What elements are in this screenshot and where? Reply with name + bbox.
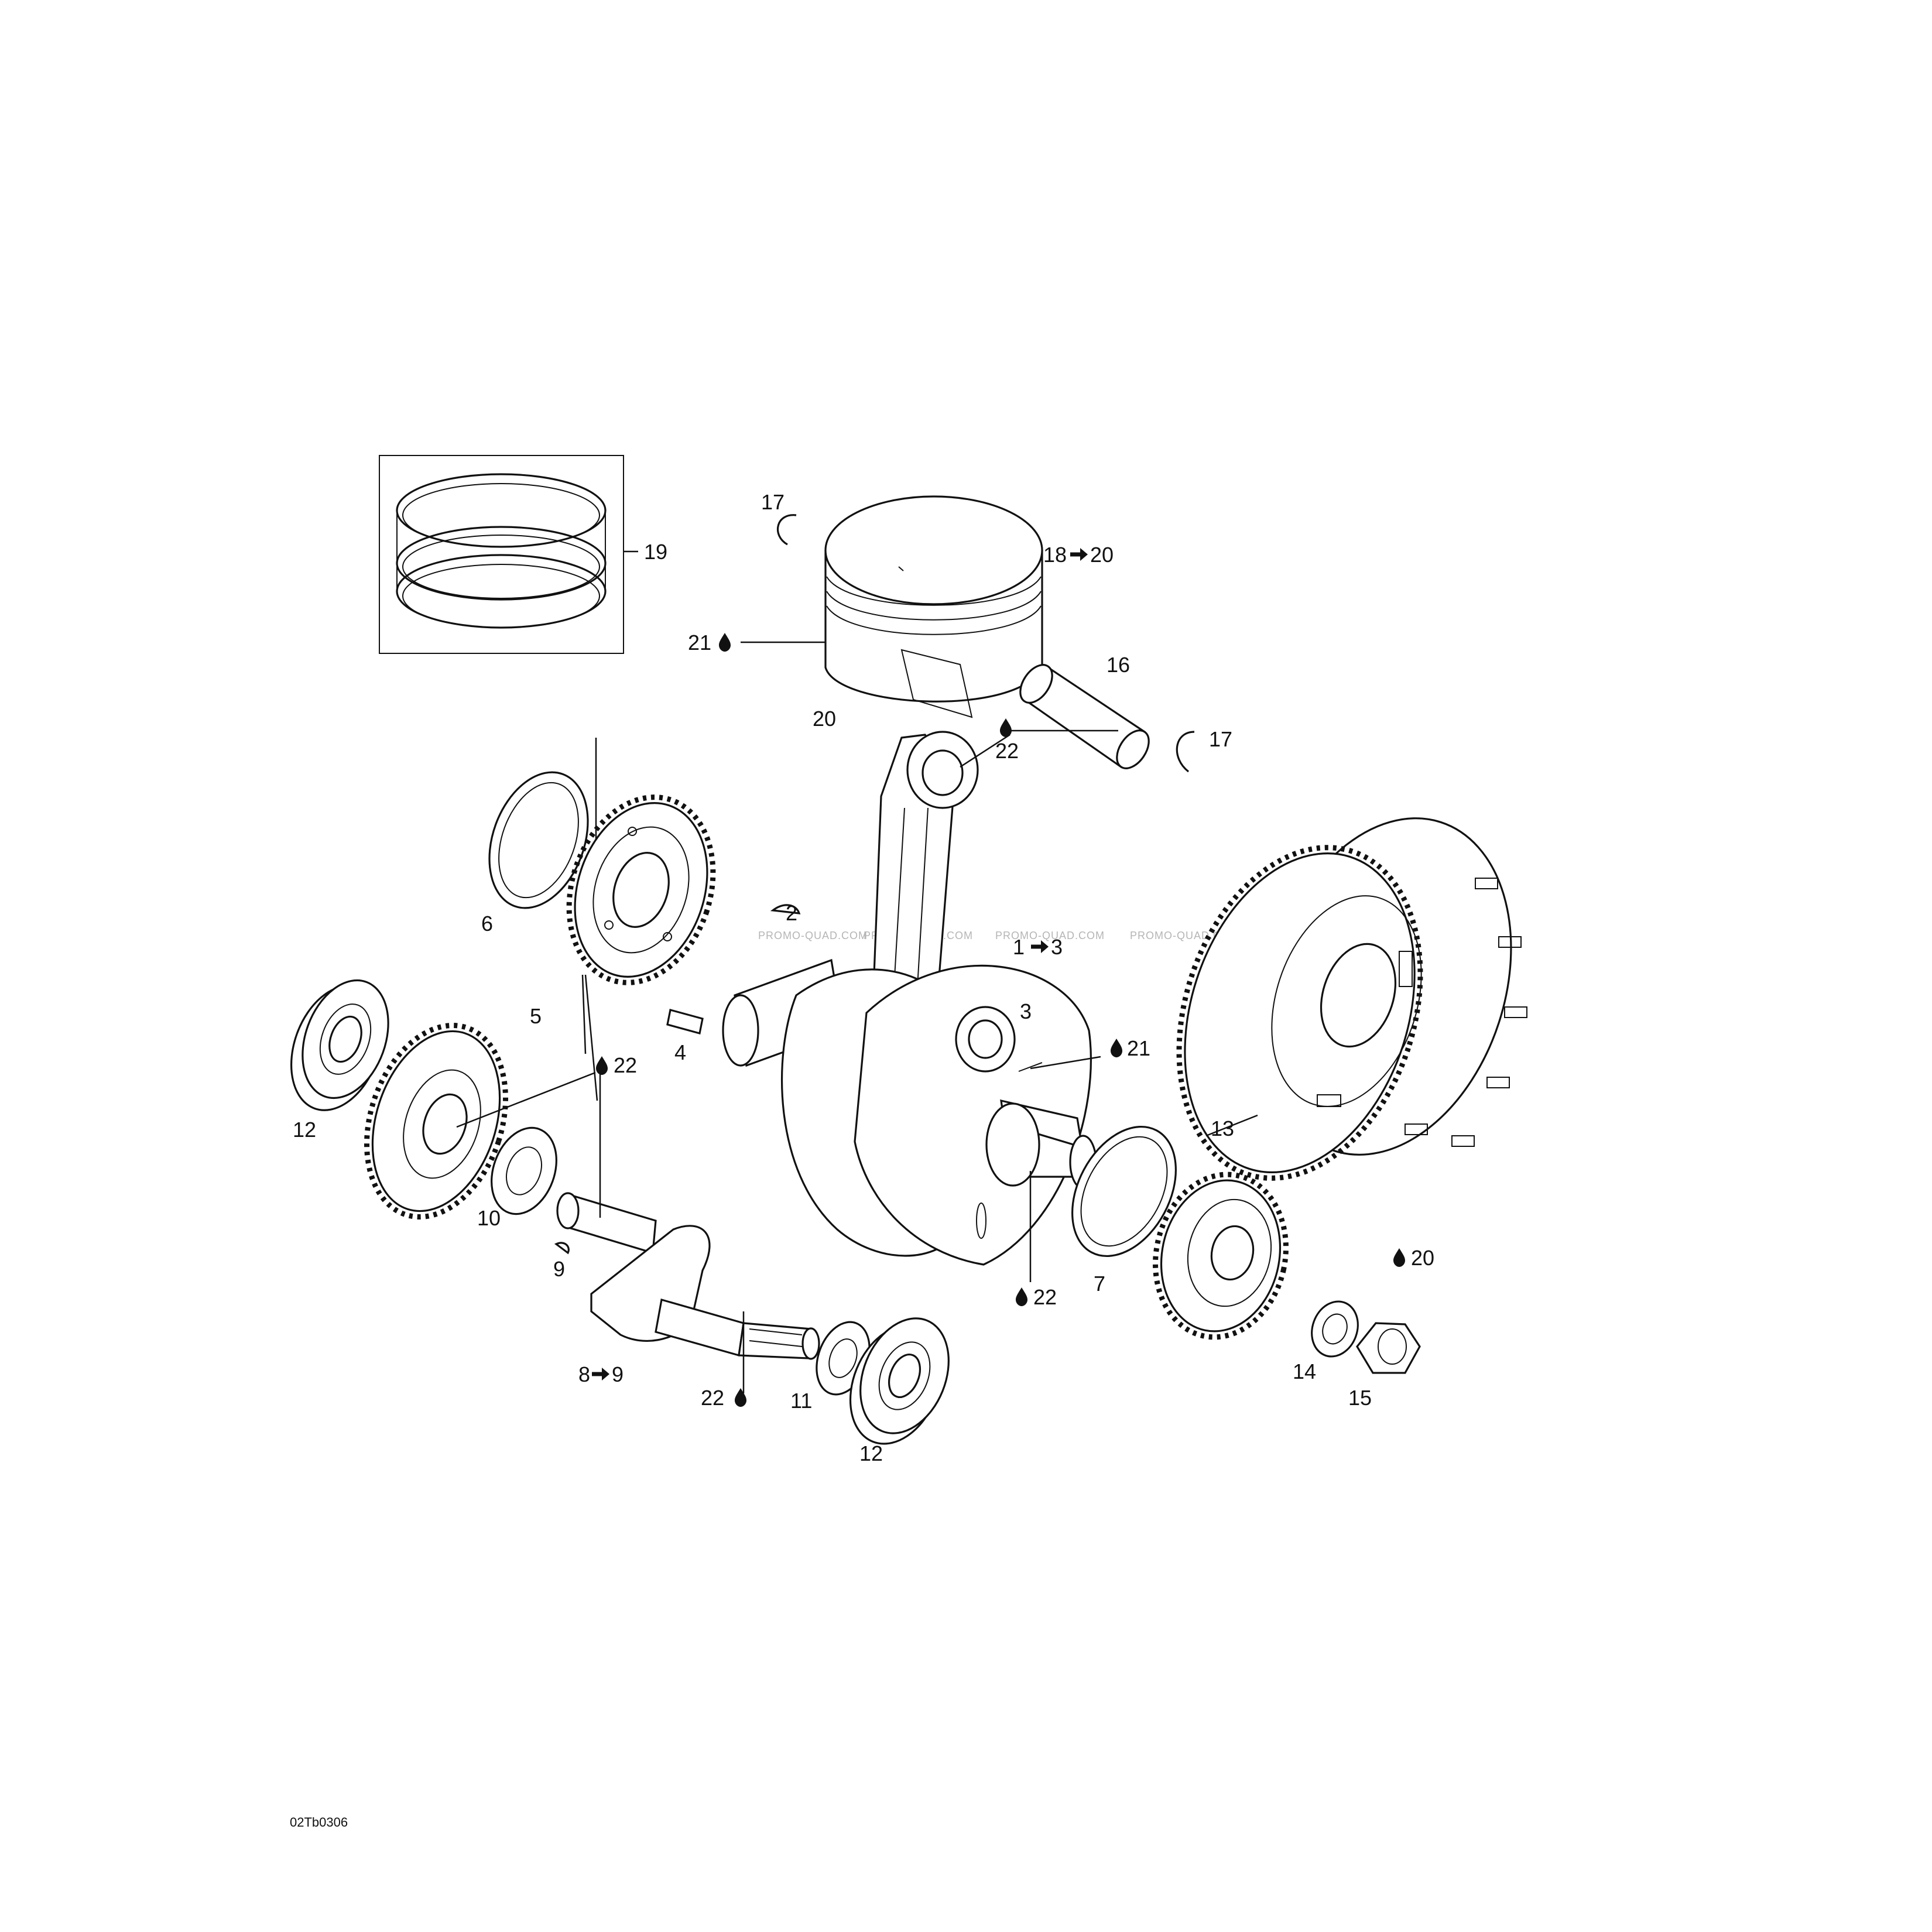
- woodruff-key: [770, 904, 801, 914]
- callout-11: 11: [790, 1389, 812, 1413]
- callout-labels: 17 18 20 19 21 20 16 22 17 2 1 3 6 3 21 …: [293, 490, 1434, 1465]
- oil-drop-icon: [1393, 1248, 1405, 1267]
- callout-20: 20: [813, 707, 836, 731]
- oil-drop-icon: [1111, 1039, 1122, 1057]
- callout-18-20: 18: [1043, 543, 1067, 567]
- callout-7: 7: [1094, 1272, 1105, 1296]
- woodruff-key-9: [554, 1242, 570, 1255]
- piston-pin: [1019, 664, 1150, 769]
- callout-15: 15: [1348, 1386, 1372, 1410]
- primary-drive-gear: [1153, 1171, 1289, 1340]
- lock-washer: [1311, 1300, 1359, 1358]
- circlip-top: [777, 514, 797, 546]
- reference-code: 02Tb0306: [290, 1815, 348, 1830]
- arrow-right-icon: [1070, 548, 1088, 561]
- callout-1-3: 1: [1013, 935, 1025, 959]
- callout-2: 2: [786, 901, 797, 925]
- watermark-text: PROMO-QUAD.COM: [758, 930, 868, 941]
- balancer-drive-gear: [566, 794, 716, 985]
- callout-12: 12: [859, 1441, 883, 1465]
- oil-drop-icon: [719, 633, 731, 652]
- callout-5: 5: [530, 1004, 542, 1028]
- ring-set-box: [379, 455, 624, 654]
- circlip-right: [1176, 731, 1195, 773]
- callout-4: 4: [674, 1040, 686, 1064]
- callout-12: 12: [293, 1118, 316, 1142]
- arrow-right-icon: [592, 1368, 609, 1381]
- watermark-text: PROMO-QUAD.COM: [995, 930, 1105, 941]
- callout-14: 14: [1293, 1359, 1316, 1383]
- callout-3: 3: [1020, 999, 1032, 1023]
- oil-drop-icon: [1000, 718, 1012, 737]
- callout-22: 22: [614, 1053, 637, 1077]
- callout-22: 22: [701, 1386, 724, 1410]
- callout-6: 6: [481, 912, 493, 936]
- callout-21: 21: [688, 631, 711, 655]
- dowel-pin: [666, 1009, 704, 1034]
- callout-18-20: 20: [1090, 543, 1114, 567]
- callout-22: 22: [1033, 1285, 1057, 1309]
- arrow-right-icon: [1031, 940, 1049, 953]
- balancer-shaft: [556, 1192, 820, 1360]
- watermark-text: PROMO-QUAD.COM: [1130, 930, 1239, 941]
- oil-drop-icon: [735, 1388, 746, 1407]
- ball-bearing-lower: [849, 1317, 950, 1445]
- callout-17: 17: [761, 490, 785, 514]
- callout-1-3: 3: [1051, 935, 1063, 959]
- callout-22: 22: [995, 739, 1019, 763]
- callout-20: 20: [1411, 1246, 1434, 1270]
- crankshaft-assembly: [722, 731, 1097, 1266]
- clutch-housing: [1176, 817, 1527, 1181]
- callout-21: 21: [1127, 1036, 1150, 1060]
- nut: [1356, 1322, 1421, 1374]
- oil-drop-icon: [1016, 1287, 1027, 1306]
- callout-17: 17: [1209, 727, 1232, 751]
- piston: [824, 495, 1043, 718]
- leader-lines: [456, 550, 1258, 1393]
- callout-10: 10: [477, 1206, 501, 1230]
- callout-8-9: 8: [578, 1362, 590, 1386]
- balancer-driven-gear: [364, 1023, 508, 1220]
- washer-10: [491, 1126, 557, 1215]
- thrust-washer-6: [488, 771, 589, 909]
- callout-19: 19: [644, 540, 667, 564]
- ball-bearing-left: [290, 979, 389, 1111]
- callout-8-9: 9: [612, 1362, 624, 1386]
- shim-7: [1071, 1125, 1177, 1258]
- callout-13: 13: [1211, 1116, 1234, 1140]
- watermark-strip: PROMO-QUAD.COM PROMO-QUAD.COM PROMO-QUAD…: [758, 930, 1239, 941]
- oil-drop-icon: [596, 1056, 608, 1075]
- callout-16: 16: [1107, 653, 1130, 677]
- callout-9: 9: [553, 1257, 565, 1281]
- piston-ring-set: [379, 455, 624, 654]
